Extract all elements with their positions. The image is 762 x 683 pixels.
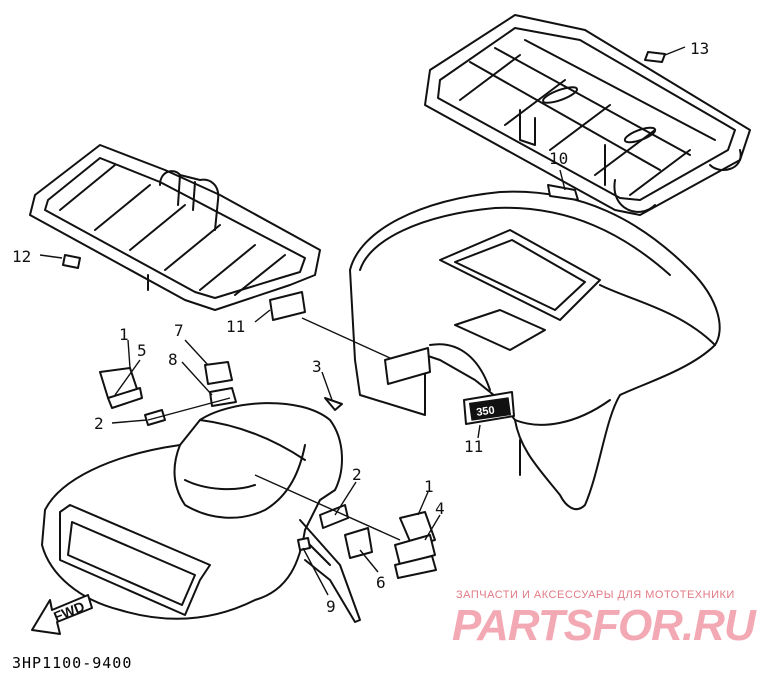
callout-6: 6: [376, 573, 386, 592]
callout-3: 3: [312, 357, 322, 376]
front-carrier: [29, 144, 321, 311]
callouts: 1 5 7 8 2 3 2 1 4 6 9 11 11 10 12 13: [12, 39, 709, 616]
callout-10: 10: [549, 149, 568, 168]
callout-1-right: 1: [424, 477, 434, 496]
watermark-tagline: ЗАПЧАСТИ И АКСЕССУАРЫ ДЛЯ МОТОТЕХНИКИ: [456, 589, 735, 601]
callout-5: 5: [137, 341, 147, 360]
watermark-logo: PARTSFOR.RU: [452, 601, 757, 650]
callout-1-left: 1: [119, 325, 129, 344]
callout-4: 4: [435, 499, 445, 518]
callout-7: 7: [174, 321, 184, 340]
fwd-label: FWD: [51, 598, 87, 625]
decal-350-plate: [468, 397, 512, 421]
callout-11-top: 11: [226, 317, 245, 336]
decal-350-text: 350: [476, 404, 496, 418]
rear-fender: [349, 190, 721, 511]
rear-carrier: [424, 14, 751, 216]
callout-13: 13: [690, 39, 709, 58]
fwd-arrow: FWD: [31, 594, 93, 635]
callout-12: 12: [12, 247, 31, 266]
leader-lines: [39, 46, 686, 596]
callout-11-bottom: 11: [464, 437, 483, 456]
callout-9: 9: [326, 597, 336, 616]
front-fender: [41, 402, 361, 623]
drawing-code: 3HP1100-9400: [12, 654, 132, 672]
callout-2-left: 2: [94, 414, 104, 433]
callout-2-right: 2: [352, 465, 362, 484]
callout-8: 8: [168, 350, 178, 369]
